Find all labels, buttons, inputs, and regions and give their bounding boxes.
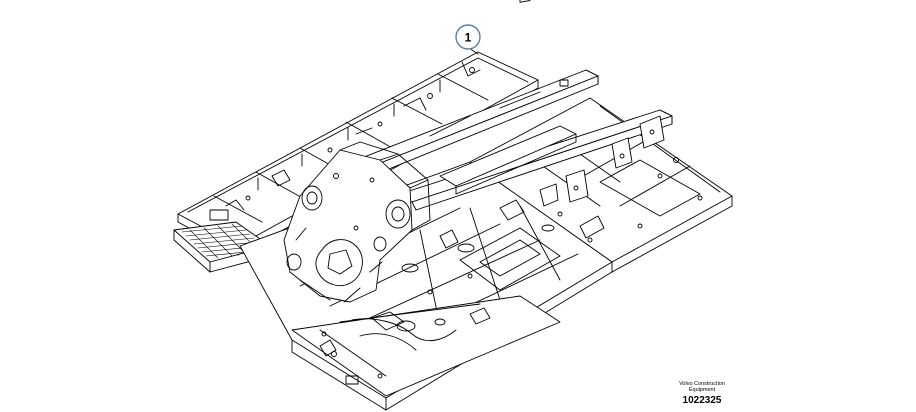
drawing-number: 1022325 — [682, 395, 722, 406]
left-side-deck — [177, 0, 539, 256]
credit-company: Volvo Construction — [679, 381, 725, 387]
rear-counterweight-deck — [291, 295, 561, 397]
drawing-credit: Volvo Construction Equipment 1022325 — [672, 381, 732, 407]
callout-circle — [455, 24, 481, 50]
callout-number: 1 — [465, 31, 472, 45]
frame-rails — [335, 69, 673, 211]
boom-foot-bracket — [283, 141, 431, 303]
credit-company-line2: Equipment — [688, 387, 716, 393]
callout-1: 1 — [455, 24, 481, 55]
